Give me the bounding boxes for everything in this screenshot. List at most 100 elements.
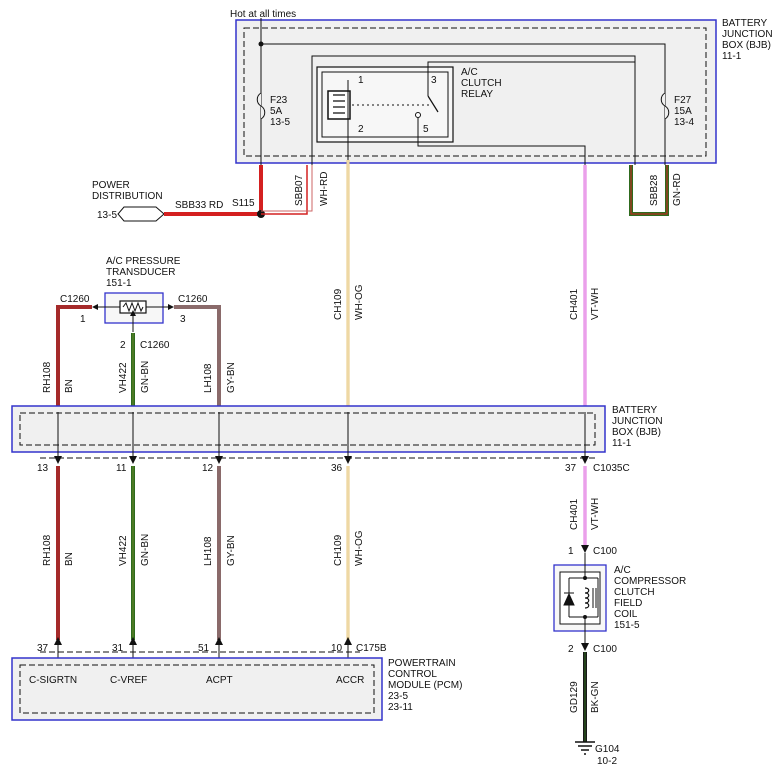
bjb-pin-37: 37 xyxy=(565,463,577,474)
relay-coil xyxy=(327,90,351,120)
pcm-conn-c175b: C175B xyxy=(356,643,387,654)
ground-symbol xyxy=(575,741,595,755)
relay-pin1: 1 xyxy=(358,75,364,86)
s115-label: S115 xyxy=(232,198,255,209)
relay-pin5: 5 xyxy=(423,124,429,135)
gn-bn-upper-label: GN-BN xyxy=(140,361,151,393)
pcm-pin-51: 51 xyxy=(198,643,210,654)
vt-wh-lower-label: VT-WH xyxy=(590,498,601,530)
pcm-signal-accr: ACCR xyxy=(336,675,364,686)
transducer-conn-left: C1260 xyxy=(60,294,90,305)
gy-bn-upper-label: GY-BN xyxy=(226,362,237,393)
ch401-lower-label: CH401 xyxy=(569,498,580,530)
ch401-upper-label: CH401 xyxy=(569,288,580,320)
vt-wh-upper-label: VT-WH xyxy=(590,288,601,320)
transducer-conn-bottom: C1260 xyxy=(140,340,170,351)
transducer-pin-bottom: 2 xyxy=(120,340,126,351)
bjb-mid-inner xyxy=(19,412,596,446)
vh422-upper-label: VH422 xyxy=(118,362,129,393)
sbb07-color-label: WH-RD xyxy=(319,172,330,206)
lh108-upper-wire xyxy=(174,305,221,412)
relay-pin3-wire xyxy=(427,61,635,80)
relay-switch-arm xyxy=(427,95,439,113)
gn-bn-lower-label: GN-BN xyxy=(140,534,151,566)
bk-gn-label: BK-GN xyxy=(590,681,601,713)
sbb07-wire-red xyxy=(261,165,308,215)
coil-pin2: 2 xyxy=(568,644,574,655)
coil-label: A/C COMPRESSOR CLUTCH FIELD COIL 151-5 xyxy=(614,565,689,631)
power-distribution-connector xyxy=(117,206,165,222)
wh-og-upper-label: WH-OG xyxy=(354,284,365,320)
relay-pin5-wire xyxy=(417,130,586,165)
relay-pin3: 3 xyxy=(431,75,437,86)
rh108-upper-label: RH108 xyxy=(42,361,53,393)
bn-lower-label: BN xyxy=(64,552,75,566)
coil-top-node xyxy=(583,576,587,580)
pcm-pin-31: 31 xyxy=(112,643,124,654)
bn-upper-label: BN xyxy=(64,379,75,393)
coil-winding xyxy=(584,587,590,609)
coil-pin1-arrow xyxy=(581,545,589,553)
relay-coil-windings xyxy=(333,94,345,114)
transducer-label: A/C PRESSURE TRANSDUCER 151-1 xyxy=(106,256,183,289)
transducer-zigzag xyxy=(122,301,144,313)
coil-inner xyxy=(559,571,601,625)
pcm-inner xyxy=(19,664,375,714)
hot-bus-junction xyxy=(258,41,264,47)
bjb-top-inner xyxy=(243,27,707,157)
power-distribution-label: POWER DISTRIBUTION xyxy=(92,180,163,202)
vh422-lower-label: VH422 xyxy=(118,535,129,566)
fuse-f27-symbol xyxy=(660,92,670,120)
pcm-pin-37: 37 xyxy=(37,643,49,654)
pcm-box xyxy=(11,657,383,721)
relay-inner-box xyxy=(321,71,449,138)
transducer-conn-right: C1260 xyxy=(178,294,208,305)
bjb-mid-label: BATTERY JUNCTION BOX (BJB) 11-1 xyxy=(612,405,665,449)
transducer-pin-left: 1 xyxy=(80,314,86,325)
ground-ref: 10-2 xyxy=(597,756,617,767)
ch109-upper-label: CH109 xyxy=(333,288,344,320)
bjb-pin-12: 12 xyxy=(202,463,214,474)
relay-label: A/C CLUTCH RELAY xyxy=(461,67,504,100)
bjb-mid-passthrough xyxy=(57,412,586,458)
pcm-label: POWERTRAIN CONTROL MODULE (PCM) 23-5 23-… xyxy=(388,658,465,713)
transducer-pin-right: 3 xyxy=(180,314,186,325)
pcm-pin-10: 10 xyxy=(331,643,343,654)
pcm-signal-c-sigrtn: C-SIGRTN xyxy=(29,675,77,686)
fuse-f23-symbol xyxy=(256,92,266,120)
coil-bottom-node xyxy=(583,615,587,619)
fuse-f27-label: F27 15A 13-4 xyxy=(674,95,694,128)
sbb07-wire-white xyxy=(261,165,313,212)
pcm-signal-acpt: ACPT xyxy=(206,675,233,686)
coil-conn-bottom: C100 xyxy=(593,644,617,655)
coil-pin2-arrow xyxy=(581,643,589,651)
sbb07-label: SBB07 xyxy=(294,174,305,206)
gy-bn-lower-label: GY-BN xyxy=(226,535,237,566)
lh108-lower-label: LH108 xyxy=(203,536,214,566)
coil-core xyxy=(592,588,597,608)
ch109-lower-label: CH109 xyxy=(333,534,344,566)
bjb-pin-36: 36 xyxy=(331,463,343,474)
hot-label: Hot at all times xyxy=(230,9,296,20)
rh108-lower-label: RH108 xyxy=(42,534,53,566)
sbb28-wire-inner xyxy=(630,165,668,215)
bjb-pin-13: 13 xyxy=(37,463,49,474)
relay-feed-wire xyxy=(311,55,636,165)
sbb28-color-label: GN-RD xyxy=(672,173,683,206)
sbb28-label: SBB28 xyxy=(649,174,660,206)
pcm-arrows xyxy=(54,637,352,645)
rh108-upper-wire xyxy=(56,305,92,412)
bjb-mid-arrows xyxy=(54,456,589,464)
bjb-mid-box xyxy=(11,405,606,453)
sbb33-label: SBB33 RD xyxy=(175,200,223,211)
bjb-pin-11: 11 xyxy=(116,463,127,474)
coil-pin1: 1 xyxy=(568,546,574,557)
relay-pin2: 2 xyxy=(358,124,364,135)
coil-diode xyxy=(563,592,575,606)
lh108-upper-label: LH108 xyxy=(203,363,214,393)
wh-og-lower-label: WH-OG xyxy=(354,530,365,566)
ground-name: G104 xyxy=(595,744,620,755)
relay-contact xyxy=(415,112,421,118)
gd129-label: GD129 xyxy=(569,681,580,713)
coil-conn-top: C100 xyxy=(593,546,617,557)
